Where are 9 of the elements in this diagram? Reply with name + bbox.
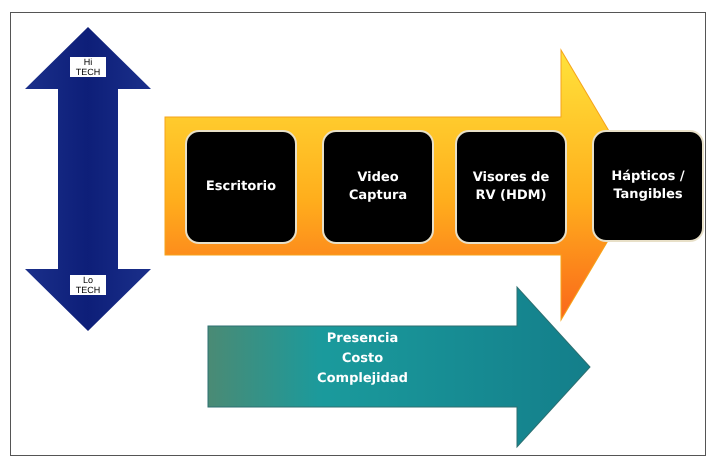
- arrow-label: Complejidad: [316, 371, 409, 386]
- rounded-box: Video Captura: [322, 130, 434, 244]
- rounded-box: Hápticos / Tangibles: [592, 130, 704, 242]
- arrow-label: Presencia: [326, 331, 400, 346]
- arrow-label: Costo: [340, 351, 384, 366]
- arrow-label: Lo TECH: [70, 275, 106, 295]
- rounded-box: Visores de RV (HDM): [455, 130, 567, 244]
- arrow-label: Hi TECH: [70, 57, 106, 77]
- rounded-box: Escritorio: [185, 130, 297, 244]
